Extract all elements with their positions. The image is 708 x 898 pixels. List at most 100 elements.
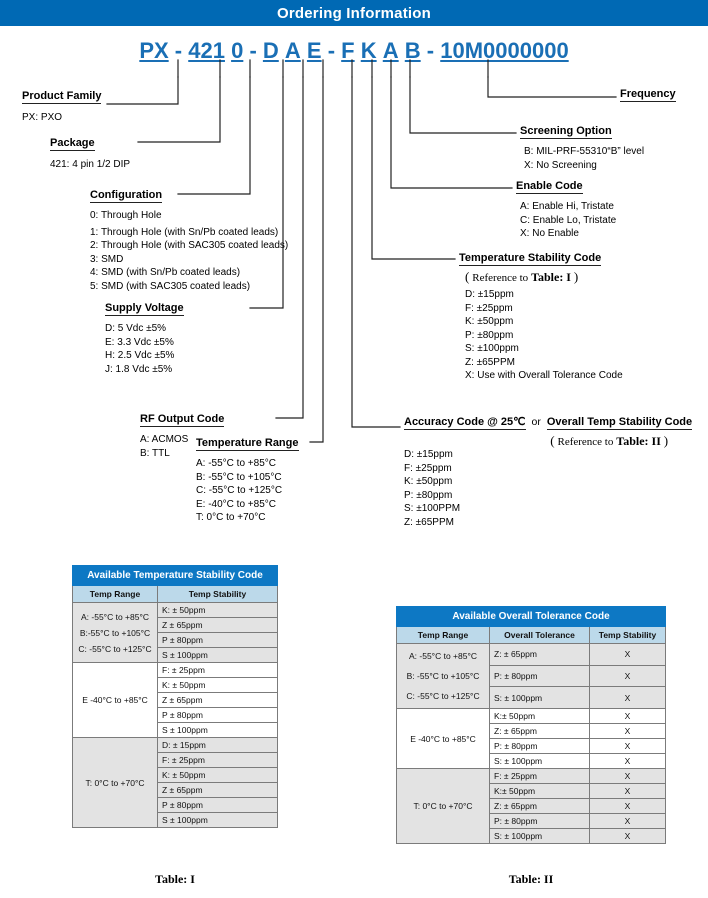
callout-supply-voltage-line: H: 2.5 Vdc ±5%	[105, 350, 175, 361]
table-1-temp-range-value: C: -55°C to +125°C	[78, 643, 152, 654]
table-1-temp-stability-cell: F: ± 25ppm	[157, 752, 278, 768]
table-2-overall-tolerance-cell: Z: ± 65ppm	[489, 723, 590, 739]
callout-configuration-line: 4: SMD (with Sn/Pb coated leads)	[90, 267, 241, 278]
table-row: Z ± 65ppm	[73, 617, 278, 633]
paren-open: (	[465, 269, 470, 284]
paren-close: )	[663, 433, 669, 448]
callout-rf-output-code-line: A: ACMOS	[140, 434, 189, 445]
table-1-temp-stability-cell: S ± 100ppm	[157, 722, 278, 738]
part-number-separator: -	[321, 38, 342, 63]
table-row: Z ± 65ppm	[73, 782, 278, 798]
table-2-temp-range-value: B: -55°C to +105°C	[406, 671, 480, 681]
table-1-temp-stability-cell: S ± 100ppm	[157, 812, 278, 828]
callout-temperature-range: Temperature Range A: -55°C to +85°C B: -…	[196, 433, 299, 525]
part-number-segment: 421	[188, 38, 225, 63]
callout-package-title: Package	[50, 137, 95, 151]
table-1-caption: Table: I	[155, 872, 195, 886]
table-2-temp-stability-cell: X	[589, 723, 666, 739]
table-2-temp-stability-cell: X	[589, 686, 666, 709]
callout-configuration-line: 1: Through Hole (with Sn/Pb coated leads…	[90, 226, 279, 238]
reference-table-label: Table: II	[616, 434, 661, 448]
table-2-temp-range-value: A: -55°C to +85°C	[409, 651, 477, 661]
part-number-segment: PX	[139, 38, 169, 63]
table-1-temp-stability-cell: Z ± 65ppm	[157, 617, 278, 633]
callout-temperature-range-line: A: -55°C to +85°C	[196, 458, 276, 469]
table-2-caption: Table: II	[508, 872, 554, 886]
callout-temperature-range-line: E: -40°C to +85°C	[196, 498, 276, 510]
table-1-temp-range-value: B:-55°C to +105°C	[79, 627, 151, 638]
callout-rf-output-code-line: B: TTL	[140, 447, 170, 459]
part-number-segment: E	[306, 38, 322, 63]
part-number-segment: B	[404, 38, 421, 63]
table-available-temperature-stability-code: Available Temperature Stability Code Tem…	[72, 565, 278, 828]
callout-accuracy-code-line: S: ±100PPM	[404, 503, 461, 514]
callout-rf-output-code-title: RF Output Code	[140, 413, 225, 427]
table-1-temp-range-value: E -40°C to +85°C	[82, 695, 148, 705]
table-1-temp-range-cell: T: 0°C to +70°C	[72, 737, 158, 828]
callout-temp-stability-code: Temperature Stability Code ( Reference t…	[459, 248, 623, 383]
table-2-temp-stability-cell: X	[589, 708, 666, 724]
reference-prefix: Reference to	[472, 272, 529, 284]
table-2-temp-range-cell: E -40°C to +85°C	[396, 708, 490, 769]
paren-open: (	[550, 433, 555, 448]
table-2-overall-tolerance-cell: F: ± 25ppm	[489, 768, 590, 784]
callout-accuracy-code-line: F: ±25ppm	[404, 462, 452, 474]
table-1-header-temp-range: Temp Range	[72, 585, 158, 603]
table-2-temp-stability-cell: X	[589, 753, 666, 769]
part-number-segment: 0	[231, 38, 244, 63]
table-1-temp-stability-cell: F: ± 25ppm	[157, 662, 278, 678]
callout-package: Package 421: 4 pin 1/2 DIP	[50, 133, 130, 172]
table-2-overall-tolerance-cell: S: ± 100ppm	[489, 753, 590, 769]
callout-configuration-line: 0: Through Hole	[90, 210, 162, 221]
table-2-caption-bar: Available Overall Tolerance Code	[396, 606, 666, 627]
callout-package-line: 421: 4 pin 1/2 DIP	[50, 159, 131, 170]
paren-close: )	[573, 269, 579, 284]
callout-temp-stability-code-reference: ( Reference to Table: I )	[459, 269, 623, 285]
table-1-temp-stability-cell: P ± 80ppm	[157, 797, 278, 813]
part-number-segment: F	[341, 38, 355, 63]
callout-accuracy-code: Accuracy Code @ 25℃ or Overall Temp Stab…	[404, 415, 693, 529]
callout-temperature-range-line: T: 0°C to +70°C	[196, 512, 266, 523]
callout-screening-option-line: X: No Screening	[524, 159, 597, 171]
callout-configuration-title: Configuration	[90, 189, 163, 203]
table-2-temp-range-value: E -40°C to +85°C	[410, 733, 476, 744]
table-1-temp-stability-cell: Z ± 65ppm	[157, 782, 278, 798]
callout-enable-code-line: X: No Enable	[520, 228, 579, 239]
table-1-temp-stability-cell: K: ± 50ppm	[157, 767, 278, 783]
part-number-separator: -	[168, 38, 189, 63]
callout-supply-voltage: Supply Voltage D: 5 Vdc ±5% E: 3.3 Vdc ±…	[105, 298, 184, 376]
callout-configuration: Configuration 0: Through Hole 1: Through…	[90, 185, 288, 293]
part-number-segment: D	[262, 38, 279, 63]
table-2-overall-tolerance-cell: S: ± 100ppm	[489, 828, 590, 844]
callout-enable-code-line: C: Enable Lo, Tristate	[520, 214, 617, 226]
callout-temp-stability-code-title: Temperature Stability Code	[459, 252, 602, 266]
table-2-temp-range-cell: T: 0°C to +70°C	[396, 768, 490, 844]
callout-enable-code-title: Enable Code	[516, 180, 583, 194]
callout-screening-option-title: Screening Option	[520, 125, 612, 139]
callout-enable-code-line: A: Enable Hi, Tristate	[520, 201, 614, 212]
table-row: F: ± 25ppm	[73, 752, 278, 768]
table-2-header-temp-stability: Temp Stability	[589, 626, 666, 644]
table-2-temp-stability-cell: X	[589, 664, 666, 688]
table-2-temp-stability-cell: X	[589, 783, 666, 799]
table-1-temp-stability-cell: Z ± 65ppm	[157, 692, 278, 708]
callout-temperature-range-line: C: -55°C to +125°C	[196, 485, 283, 496]
callout-frequency-title: Frequency	[620, 88, 676, 102]
callout-accuracy-code-line: P: ±80ppm	[404, 489, 453, 501]
table-2-temp-stability-cell: X	[589, 738, 666, 754]
callout-accuracy-or-word: or	[531, 416, 541, 428]
callout-accuracy-code-line: K: ±50ppm	[404, 476, 453, 487]
reference-table-label: Table: I	[531, 270, 571, 284]
callout-temp-stability-code-line: S: ±100ppm	[465, 343, 519, 354]
table-1-temp-range-value: T: 0°C to +70°C	[85, 777, 145, 788]
table-1-temp-stability-cell: K: ± 50ppm	[157, 677, 278, 693]
